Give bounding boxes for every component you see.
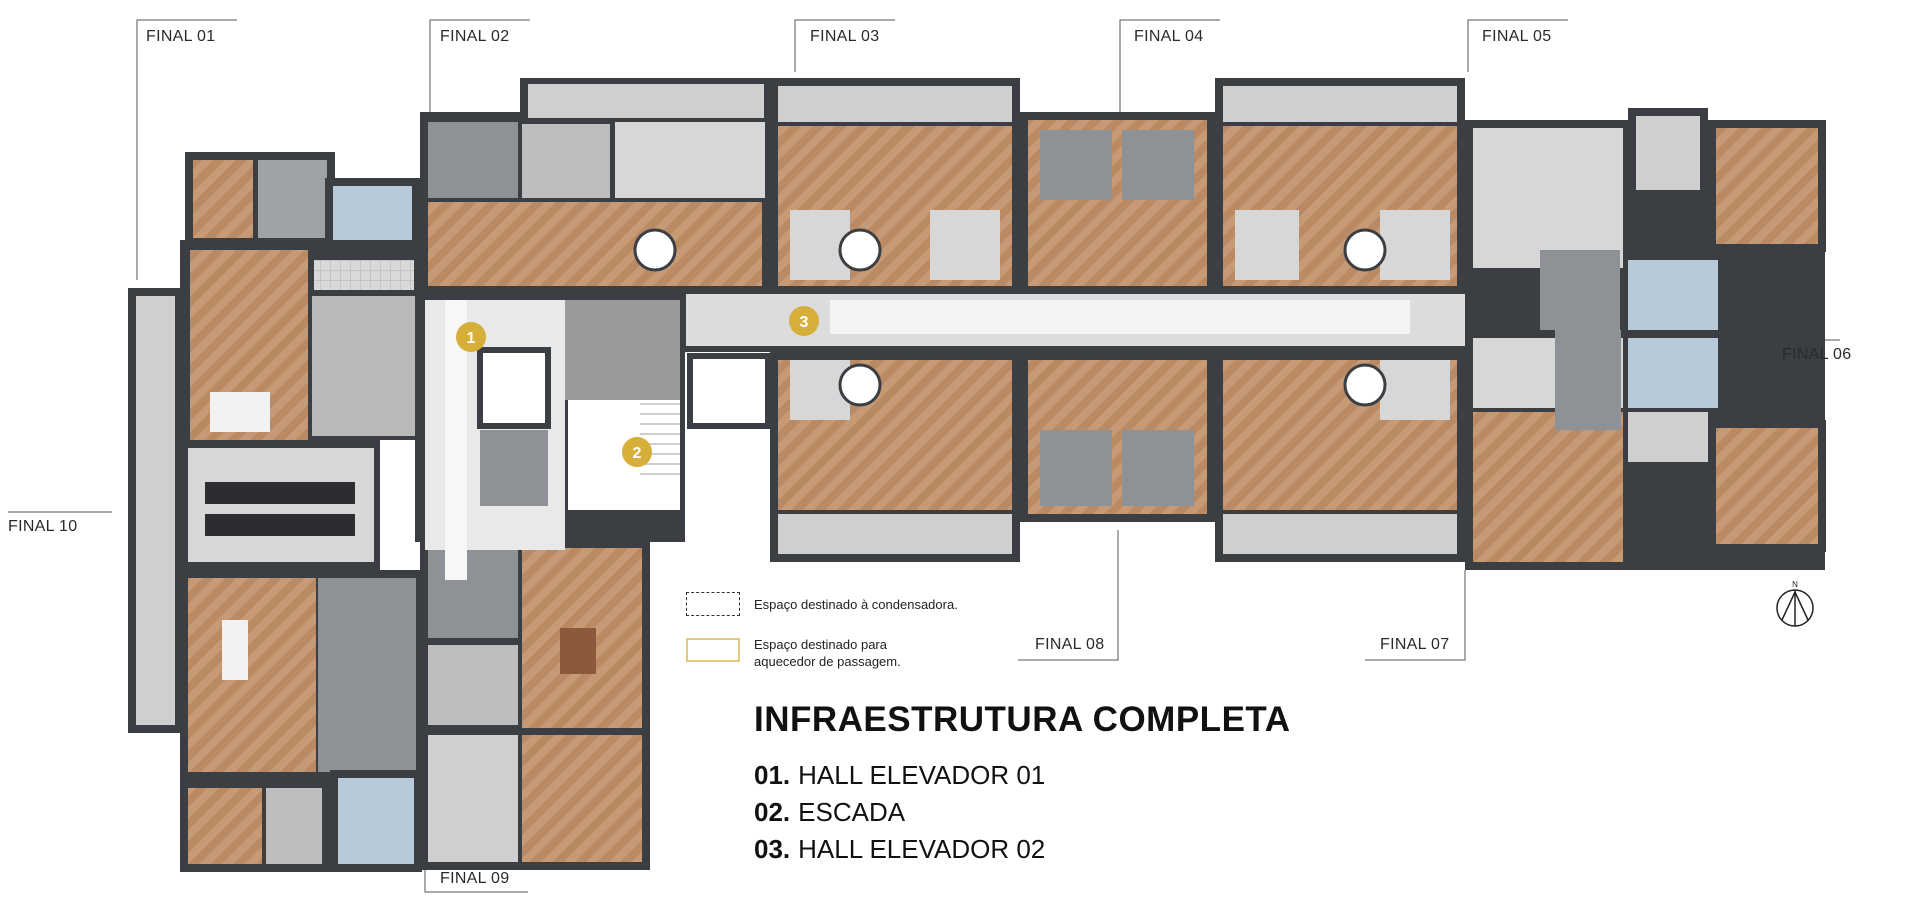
infra-item-03: 03.HALL ELEVADOR 02 xyxy=(754,834,1045,865)
legend-swatch-yellow xyxy=(686,638,740,662)
label-final-08: FINAL 08 xyxy=(1035,636,1105,653)
marker-2 xyxy=(622,437,652,467)
infra-item-01-num: 01. xyxy=(754,760,791,790)
north-compass-icon: N xyxy=(1776,580,1814,627)
label-final-05: FINAL 05 xyxy=(1482,28,1552,45)
marker-1 xyxy=(456,322,486,352)
infra-item-01: 01.HALL ELEVADOR 01 xyxy=(754,760,1045,791)
label-final-02: FINAL 02 xyxy=(440,28,510,45)
label-final-06: FINAL 06 xyxy=(1782,346,1852,363)
label-final-09: FINAL 09 xyxy=(440,870,510,887)
legend-condensadora: Espaço destinado à condensadora. xyxy=(686,592,986,618)
infra-item-02-label: ESCADA xyxy=(798,797,906,827)
legend-condensadora-text: Espaço destinado à condensadora. xyxy=(754,597,958,612)
label-final-01: FINAL 01 xyxy=(146,28,216,45)
marker-2-label: 2 xyxy=(633,445,642,462)
marker-3-label: 3 xyxy=(800,314,809,331)
label-final-04: FINAL 04 xyxy=(1134,28,1204,45)
legend-aquecedor-line-1: Espaço destinado para xyxy=(754,637,887,652)
top-row-units xyxy=(420,78,1826,330)
bottom-row-units xyxy=(770,330,1826,570)
infra-item-02-num: 02. xyxy=(754,797,791,827)
legend-aquecedor-line-2: aquecedor de passagem. xyxy=(754,654,901,669)
bottom-left-block xyxy=(420,540,650,870)
legend-swatch-dashed xyxy=(686,592,740,616)
marker-1-label: 1 xyxy=(467,330,476,347)
compass-label: N xyxy=(1792,580,1798,589)
infra-item-02: 02.ESCADA xyxy=(754,797,905,828)
label-final-03: FINAL 03 xyxy=(810,28,880,45)
label-final-07: FINAL 07 xyxy=(1380,636,1450,653)
infra-item-01-label: HALL ELEVADOR 01 xyxy=(798,760,1046,790)
infra-item-03-label: HALL ELEVADOR 02 xyxy=(798,834,1046,864)
left-wing xyxy=(128,152,422,872)
label-final-10: FINAL 10 xyxy=(8,518,78,535)
marker-3 xyxy=(789,306,819,336)
numbered-markers: 1 2 3 xyxy=(456,306,819,467)
legend-aquecedor: Espaço destinado para aquecedor de passa… xyxy=(686,636,986,676)
infra-item-03-num: 03. xyxy=(754,834,791,864)
building-core xyxy=(415,292,771,580)
dining-tables xyxy=(633,228,1387,407)
infra-title: INFRAESTRUTURA COMPLETA xyxy=(754,700,1291,739)
